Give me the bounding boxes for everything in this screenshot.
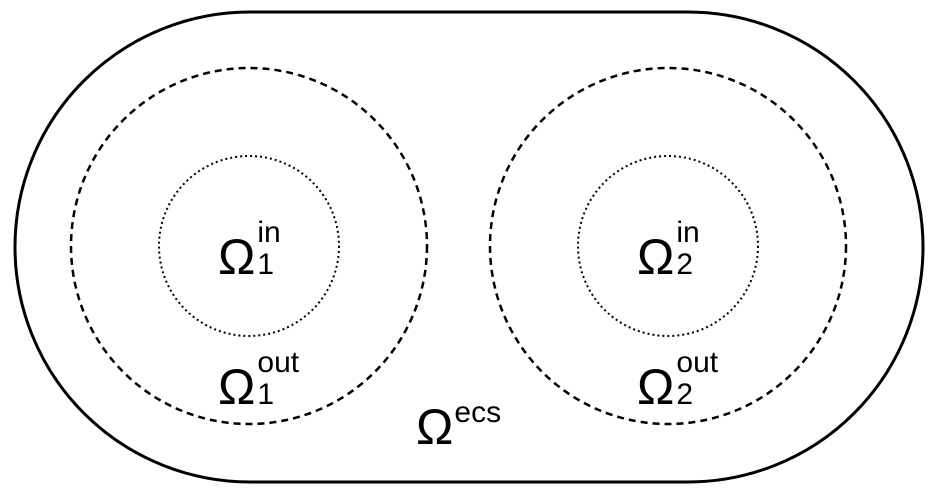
omega-symbol: Ω — [637, 359, 675, 415]
label-superscript: out — [676, 346, 719, 379]
label-superscript: in — [257, 216, 281, 249]
extracellular-boundary — [13, 10, 925, 484]
label-superscript: out — [257, 346, 300, 379]
label-superscript: ecs — [454, 396, 502, 429]
label-subscript: 2 — [676, 378, 694, 411]
label-subscript: 1 — [257, 248, 275, 281]
omega-symbol: Ω — [416, 399, 454, 455]
omega-symbol: Ω — [218, 359, 256, 415]
label-subscript: 2 — [676, 248, 694, 281]
omega-symbol: Ω — [218, 229, 256, 285]
omega-symbol: Ω — [637, 229, 675, 285]
inner-circle-1 — [158, 155, 340, 337]
inner-circle-2 — [577, 155, 759, 337]
label-subscript: 1 — [257, 378, 275, 411]
outer-circle-2 — [488, 66, 848, 426]
label-ecs: Ωecs — [416, 398, 501, 455]
label-superscript: in — [676, 216, 700, 249]
outer-circle-1 — [69, 66, 429, 426]
